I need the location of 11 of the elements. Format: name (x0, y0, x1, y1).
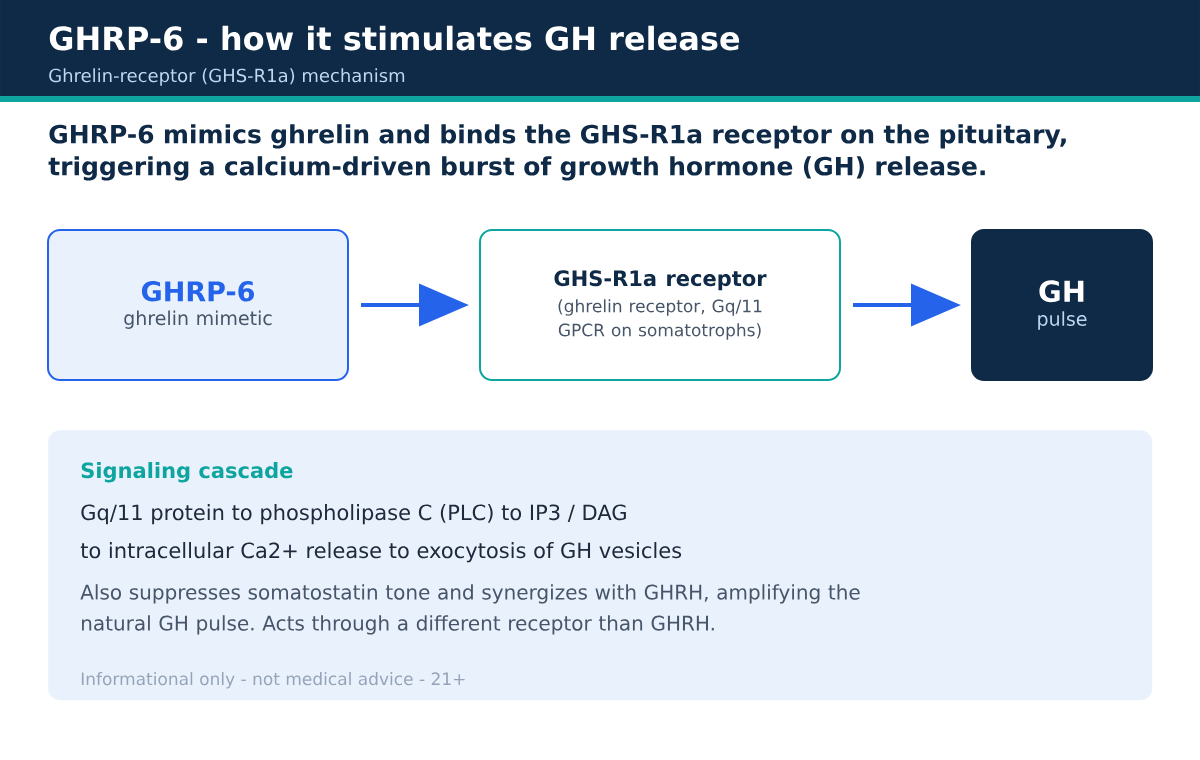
disclaimer: Informational only - not medical advice - 21+ (81, 672, 465, 689)
subtitle: Ghrelin-receptor (GHS-R1a) mechanism (49, 68, 405, 86)
cascade-line: Gq/11 protein to phospholipase C (PLC) to IP3 / DAG (81, 504, 626, 525)
panel-heading: Signaling cascade (81, 462, 293, 483)
note-paragraph: Also suppresses somatostatin tone and synergizes with GHRH, amplifying the natural GH pulse. Acts through a different receptor than GHRH. (80, 584, 860, 635)
cascade-line: to intracellular Ca2+ release to exocytosis of GH vesicles (80, 542, 682, 563)
process-box: GHRP-6 ghrelin mimetic (47, 229, 349, 381)
page-title: GHRP-6 - how it stimulates GH release (49, 25, 740, 51)
process-box: GH pulse (971, 229, 1153, 381)
lead-text: GHRP-6 mimics ghrelin and binds the GHS-R1a receptor on the pituitary, triggering a calcium-driven burst of growth hormone (GH) release. (48, 124, 1066, 181)
process-box: GHS-R1a receptor (ghrelin receptor, Gq/11 GPCR on somatotrophs) (479, 229, 841, 381)
